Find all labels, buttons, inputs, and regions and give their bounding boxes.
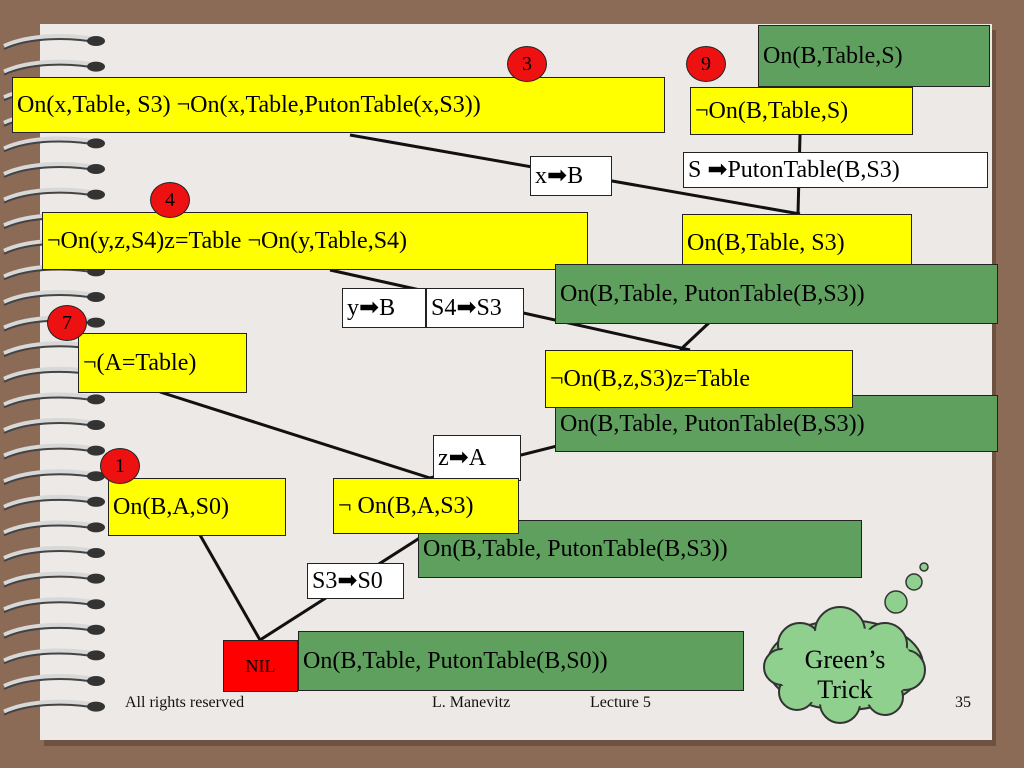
binding-hole	[87, 522, 105, 533]
resolvent-3-box: ¬ On(B,A,S3)	[333, 478, 519, 534]
binding-hole	[87, 445, 105, 456]
cloud-line-1: Green’s	[804, 645, 886, 674]
subst-z-a: z➡A	[433, 435, 521, 481]
answer-box-resolvent1: On(B,Table, PutonTable(B,S3))	[555, 264, 998, 324]
footer-lecture: Lecture 5	[590, 694, 651, 711]
binding-hole	[87, 394, 105, 405]
subst-s4-s3: S4➡S3	[426, 288, 524, 328]
subst-s3-s0: S3➡S0	[307, 563, 404, 599]
binding-hole	[87, 61, 105, 72]
binding-hole	[87, 471, 105, 482]
cloud-line-2: Trick	[817, 674, 873, 704]
badge-clause-3: 3	[507, 46, 547, 82]
clause-1-box: On(B,A,S0)	[108, 478, 286, 536]
binding-hole	[87, 164, 105, 174]
badge-clause-4: 4	[150, 182, 190, 218]
badge-clause-1: 1	[100, 448, 140, 484]
binding-hole	[87, 189, 105, 200]
edge-1-nil	[198, 534, 262, 641]
badge-clause-9: 9	[686, 46, 726, 82]
binding-hole	[87, 420, 105, 430]
answer-box-9: On(B,Table,S)	[758, 25, 990, 87]
binding-hole	[87, 701, 105, 712]
binding-hole	[87, 317, 105, 328]
subst-x-b: x➡B	[530, 156, 612, 196]
resolvent-2-box: ¬On(B,z,S3)z=Table	[545, 350, 853, 408]
cloud-label: Green’s Trick	[790, 645, 900, 705]
binding-hole	[87, 138, 105, 149]
binding-hole	[87, 650, 105, 661]
binding-hole	[87, 676, 105, 686]
badge-clause-7: 7	[47, 305, 87, 341]
binding-hole	[87, 496, 105, 507]
footer-page-number: 35	[955, 694, 971, 711]
clause-3-box: On(x,Table, S3) ¬On(x,Table,PutonTable(x…	[12, 77, 665, 133]
subst-y-b: y➡B	[342, 288, 426, 328]
binding-hole	[87, 292, 105, 302]
nil-box: NIL	[223, 640, 298, 692]
binding-hole	[87, 548, 105, 558]
clause-7-box: ¬(A=Table)	[78, 333, 247, 393]
binding-hole	[87, 573, 105, 584]
binding-hole	[87, 624, 105, 635]
binding-hole	[87, 36, 105, 46]
footer-author: L. Manevitz	[432, 694, 511, 711]
subst-s-putontable: S ➡PutonTable(B,S3)	[683, 152, 988, 188]
binding-hole	[87, 599, 105, 610]
answer-box-final: On(B,Table, PutonTable(B,S0))	[298, 631, 744, 691]
footer-rights: All rights reserved	[125, 694, 245, 711]
clause-9-box: ¬On(B,Table,S)	[690, 87, 913, 135]
edge-7-resolvent3	[159, 390, 431, 480]
clause-4-box: ¬On(y,z,S4)z=Table ¬On(y,Table,S4)	[42, 212, 588, 270]
resolvent-1-box: On(B,Table, S3)	[682, 214, 912, 272]
